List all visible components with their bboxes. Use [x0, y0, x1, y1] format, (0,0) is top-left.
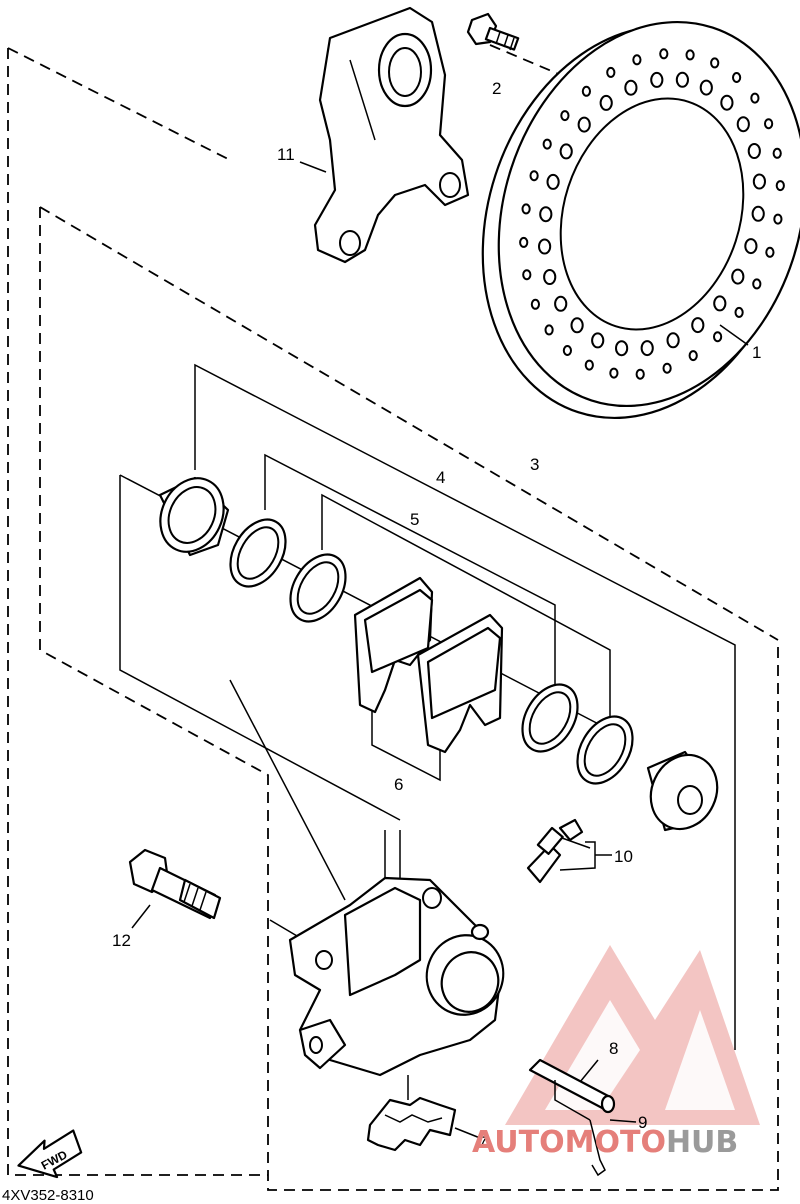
pad-clip [589, 1119, 637, 1177]
mounting-bolt [128, 848, 222, 929]
bleed-screw [526, 818, 612, 884]
disc-hole [720, 94, 734, 111]
callout-4: 4 [436, 468, 445, 487]
caliper-body [288, 876, 505, 1077]
disc-hole [751, 205, 765, 222]
disc-hole [699, 79, 713, 96]
disc-holes [519, 48, 785, 380]
disc-hole [543, 269, 557, 285]
disc-hole [599, 94, 613, 111]
callout-1: 1 [752, 343, 761, 362]
disc-hole [591, 332, 605, 349]
disc-hole [640, 340, 654, 357]
callout-2: 2 [492, 79, 501, 98]
callout-6: 6 [394, 775, 403, 794]
disc-hole [731, 268, 745, 285]
disc-hole [559, 143, 573, 160]
disc-hole [691, 317, 705, 334]
disc-hole [529, 170, 539, 182]
pad-pin [528, 1058, 616, 1121]
disc-hole [710, 57, 720, 69]
callout-labels: 1 2 3 4 5 6 7 8 9 10 11 12 [112, 79, 761, 1152]
pad-support [366, 1075, 481, 1152]
disc-hole [577, 116, 591, 133]
disc-hole [530, 298, 541, 310]
disc-hole [544, 324, 554, 336]
disc-hole [609, 367, 619, 379]
watermark-brand-part1: AUTOMOTO [472, 1125, 666, 1160]
disc-hole [615, 340, 629, 357]
disc-hole [522, 269, 532, 281]
disc-hole [765, 246, 775, 258]
disc-hole [546, 173, 560, 190]
disc-hole [606, 66, 616, 78]
disc-hole [666, 332, 680, 349]
disc-hole [688, 350, 698, 362]
disc-hole [519, 236, 529, 248]
disc-hole [662, 362, 672, 374]
disc-hole [539, 206, 553, 223]
caliper-piston-left [158, 476, 230, 557]
disc-hole [713, 295, 727, 312]
disc-hole [734, 306, 744, 318]
disc-hole [650, 71, 664, 88]
disc-hole [772, 147, 782, 159]
disc-hole [632, 54, 642, 66]
disc-hole [635, 368, 645, 380]
disc-hole [752, 173, 767, 190]
brake-disc [481, 20, 800, 420]
disc-hole [675, 71, 690, 88]
piston-seals [229, 518, 634, 785]
disc-hole [736, 116, 750, 133]
disc-hole [744, 238, 758, 255]
disc-hole [554, 295, 568, 312]
disc-hole [542, 138, 552, 150]
watermark-brand-part2: HUB [666, 1125, 738, 1160]
callout-10: 10 [614, 847, 633, 866]
disc-hole [584, 359, 594, 371]
brake-pads [353, 576, 504, 754]
disc-hole [773, 213, 783, 225]
caliper-piston-right [646, 750, 719, 832]
disc-hole [659, 48, 669, 60]
callout-3: 3 [530, 455, 539, 474]
disc-hole [732, 72, 742, 83]
callout-11: 11 [277, 145, 295, 164]
disc-hole [752, 278, 762, 290]
drawing-code: 4XV352-8310 [2, 1187, 94, 1204]
disc-hole [538, 238, 552, 255]
disc-hole [624, 79, 638, 96]
callout-12: 12 [112, 931, 131, 950]
disc-hole [570, 317, 584, 334]
disc-hole [685, 49, 695, 61]
callout-5: 5 [410, 510, 419, 529]
disc-hole [562, 345, 573, 356]
callout-8: 8 [609, 1039, 618, 1058]
disc-bolt [466, 12, 520, 51]
watermark-brand: AUTOMOTOHUB [472, 1125, 738, 1160]
callout-7: 7 [478, 1133, 487, 1152]
disc-hole [560, 110, 570, 122]
disc-hole [747, 143, 761, 159]
callout-9: 9 [638, 1113, 647, 1132]
disc-hole [521, 203, 531, 215]
disc-hole [750, 92, 760, 104]
disc-hole [713, 331, 723, 343]
caliper-bracket [299, 6, 470, 264]
watermark-logo [505, 945, 760, 1125]
disc-hole [764, 118, 774, 130]
disc-hole [775, 180, 785, 192]
disc-hole [581, 85, 592, 97]
